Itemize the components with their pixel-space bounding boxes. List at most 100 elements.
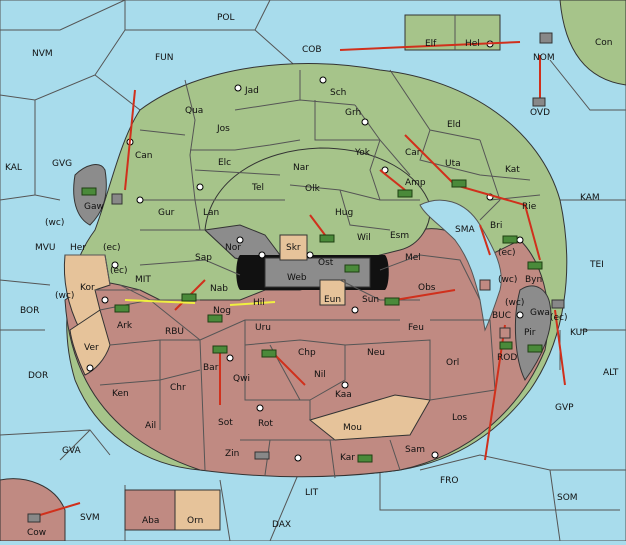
label-kup: KUP: [570, 328, 588, 338]
label-elc: Elc: [218, 158, 231, 168]
label-ec: (ec): [498, 248, 516, 258]
label-qwi: Qwi: [233, 374, 250, 384]
label-obs: Obs: [418, 283, 436, 293]
label-nog: Nog: [213, 306, 231, 316]
label-kar: Kar: [340, 453, 355, 463]
label-neu: Neu: [367, 348, 385, 358]
label-bar: Bar: [203, 363, 219, 373]
label-fro: FRO: [440, 476, 459, 486]
province-cow[interactable]: [0, 478, 66, 542]
label-uru: Uru: [255, 323, 271, 333]
label-som: SOM: [557, 493, 578, 503]
label-qua: Qua: [185, 106, 203, 116]
label-rod: ROD: [497, 353, 517, 363]
label-dax: DAX: [272, 520, 291, 530]
label-svm: SVM: [80, 513, 100, 523]
label-gvg: GVG: [52, 159, 72, 169]
label-sma: SMA: [455, 225, 475, 235]
label-zin: Zin: [225, 449, 239, 459]
label-chr: Chr: [170, 383, 186, 393]
label-feu: Feu: [408, 323, 424, 333]
label-elf: Elf: [425, 39, 437, 49]
label-pir: Pir: [524, 328, 536, 338]
label-amp: Amp: [405, 178, 426, 188]
label-sun: Sun: [362, 295, 379, 305]
label-hil: Hil: [253, 298, 265, 308]
label-gur: Gur: [158, 208, 175, 218]
label-alt: ALT: [603, 368, 619, 378]
province-mou[interactable]: [308, 394, 431, 441]
label-mel: Mel: [405, 253, 421, 263]
label-mou: Mou: [343, 423, 362, 433]
label-jos: Jos: [216, 124, 230, 134]
label-rot: Rot: [258, 419, 273, 429]
label-ovd: OVD: [530, 108, 550, 118]
label-sap: Sap: [195, 253, 212, 263]
label-rbu: RBU: [165, 327, 184, 337]
label-cob: COB: [302, 45, 322, 55]
pink-labels: Bri Mel Byn Her Kor Sun Obs Ark Nog Gwa …: [27, 221, 550, 538]
label-los: Los: [452, 413, 467, 423]
label-bri: Bri: [490, 221, 502, 231]
label-sot: Sot: [218, 418, 233, 428]
label-ec: (ec): [550, 313, 568, 323]
label-wc: (wc): [498, 275, 517, 285]
label-uta: Uta: [445, 159, 461, 169]
label-car: Car: [405, 148, 421, 158]
label-her: Her: [70, 243, 86, 253]
label-kaa: Kaa: [335, 390, 352, 400]
sea-labels: POL NVM FUN COB Con KAL GVG NOM OVD KAM …: [5, 13, 619, 530]
label-ken: Ken: [112, 389, 129, 399]
label-eld: Eld: [447, 120, 461, 130]
label-ost: Ost: [318, 258, 334, 268]
label-aba: Aba: [142, 516, 159, 526]
label-dor: DOR: [28, 371, 48, 381]
label-ec: (ec): [110, 266, 128, 276]
coast-tags: (wc) (ec) (ec) (wc) (ec) (wc) (wc) (ec): [45, 218, 568, 323]
label-gaw: Gaw: [84, 202, 104, 212]
green-labels: Elf Hel Jad Sch Qua Grh Jos Eld Can Elc …: [84, 39, 537, 305]
label-nar: Nar: [293, 163, 309, 173]
province-ver[interactable]: [69, 309, 111, 376]
label-skr: Skr: [286, 243, 301, 253]
sea-sma: [419, 199, 502, 332]
label-buc: BUC: [492, 311, 511, 321]
label-nvm: NVM: [32, 49, 53, 59]
province-skr[interactable]: [279, 234, 308, 261]
label-bor: BOR: [20, 306, 39, 316]
label-can: Can: [135, 151, 153, 161]
label-grh: Grh: [345, 108, 361, 118]
label-cow: Cow: [27, 528, 46, 538]
label-mvu: MVU: [35, 243, 56, 253]
province-eun[interactable]: [319, 279, 346, 306]
label-esm: Esm: [390, 231, 409, 241]
label-ail: Ail: [145, 421, 156, 431]
order-arrows: [29, 41, 566, 519]
label-wc: (wc): [505, 298, 524, 308]
label-orl: Orl: [446, 358, 459, 368]
label-olk: Olk: [305, 184, 321, 194]
label-wc: (wc): [45, 218, 64, 228]
label-wil: Wil: [357, 233, 371, 243]
label-kat: Kat: [505, 165, 520, 175]
units: [27, 32, 565, 523]
label-kor: Kor: [80, 283, 95, 293]
province-aba[interactable]: [124, 489, 176, 531]
label-jad: Jad: [244, 86, 259, 96]
label-rie: Rie: [522, 202, 537, 212]
label-nom: NOM: [533, 53, 555, 63]
label-lit: LIT: [305, 488, 319, 498]
label-gva: GVA: [62, 446, 82, 456]
label-sch: Sch: [330, 88, 346, 98]
label-gvp: GVP: [555, 403, 574, 413]
label-con: Con: [595, 38, 613, 48]
label-hug: Hug: [335, 208, 353, 218]
tan-labels: Ver Mou Orn Hil: [84, 298, 362, 526]
label-kal: KAL: [5, 163, 22, 173]
label-wc: (wc): [55, 291, 74, 301]
label-yok: Yok: [354, 148, 371, 158]
label-eun: Eun: [324, 295, 341, 305]
